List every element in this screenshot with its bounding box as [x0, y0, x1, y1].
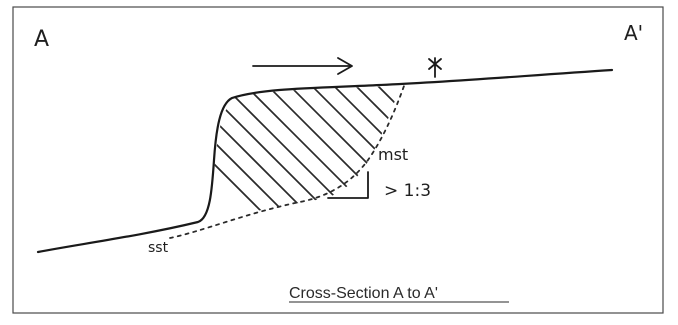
- hatch-line: [213, 86, 271, 220]
- hatched-slide-mass: [213, 86, 400, 220]
- lower-unit-label: sst: [148, 240, 169, 256]
- movement-arrow-head: [337, 57, 353, 75]
- hatch-line: [217, 86, 359, 220]
- upper-unit-label: mst: [378, 145, 408, 164]
- hatch-line: [213, 86, 337, 220]
- hatch-line: [283, 86, 400, 220]
- crown-marker-cross: [428, 58, 442, 70]
- hatch-line: [213, 86, 315, 220]
- section-start-label: A: [34, 27, 49, 52]
- figure-caption: Cross-Section A to A': [289, 285, 438, 302]
- hatch-line: [213, 86, 293, 220]
- figure-frame: [12, 6, 664, 314]
- slope-angle-bracket: [327, 171, 369, 199]
- hatch-line: [349, 86, 400, 220]
- slip-surface-dashed: [169, 85, 405, 239]
- section-end-label: A': [624, 21, 643, 45]
- slope-ratio-label: > 1:3: [384, 181, 431, 201]
- ground-surface-profile: [36, 68, 614, 254]
